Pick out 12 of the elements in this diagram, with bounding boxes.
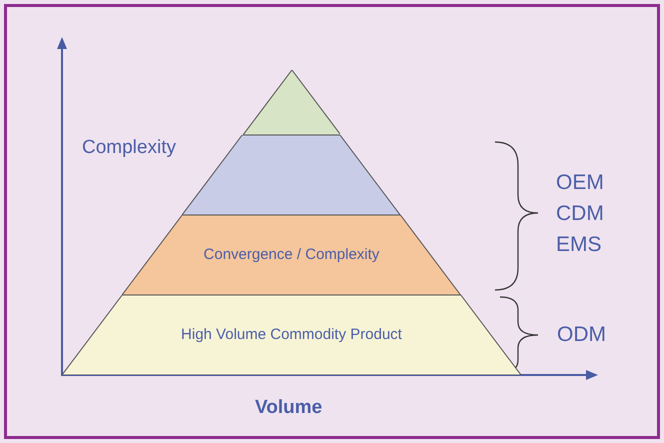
pyramid-tier	[122, 215, 461, 295]
category-label: ODM	[557, 322, 606, 348]
pyramid-tier-empty	[242, 70, 340, 135]
category-label: CDM	[556, 201, 604, 227]
tier-label: High Volume Commodity Product	[181, 324, 402, 345]
tier-label: Convergence / Complexity	[204, 244, 380, 265]
pyramid-tier	[62, 295, 521, 375]
category-label: EMS	[556, 232, 602, 258]
category-label: OEM	[556, 170, 604, 196]
axis-label: Complexity	[82, 136, 176, 160]
axis-label: Volume	[255, 396, 322, 420]
pyramid-tier-empty	[182, 135, 401, 215]
